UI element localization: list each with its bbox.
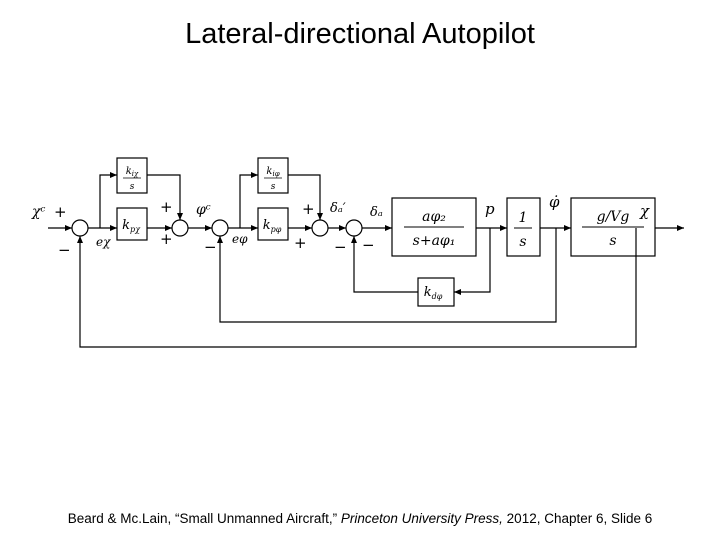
sum-junction-aileron <box>311 219 329 237</box>
ki-chi-num: k <box>126 166 132 177</box>
footer-publisher: Princeton University Press, <box>340 511 503 526</box>
heading-tf-den: s <box>609 233 616 249</box>
signal-chi: χ <box>639 202 650 220</box>
ki-phi-sub: iφ <box>272 170 279 178</box>
heading-tf-num: g/Vg <box>597 209 630 225</box>
kd-phi-gain: k <box>424 285 432 300</box>
svg-text:kdφ: kdφ <box>424 285 443 301</box>
kd-phi-sub: dφ <box>432 292 443 301</box>
roll-tf-num: aφ₂ <box>422 209 446 225</box>
signal-phi-command: φᶜ <box>196 202 211 218</box>
kp-phi-gain: k <box>263 218 271 233</box>
sign-plus-proportional-chi: + <box>160 230 173 248</box>
signal-phi-dot: φ̇ <box>549 193 560 211</box>
ki-chi-den: s <box>130 182 135 192</box>
block-heading-dynamics <box>570 197 656 257</box>
kp-phi-sub: pφ <box>271 225 282 234</box>
sum-junction-roll <box>211 219 229 237</box>
block-kp-chi <box>116 207 148 241</box>
block-roll-dynamics <box>391 197 477 257</box>
ki-chi-sub: iχ <box>132 170 139 178</box>
ki-phi-num: k <box>266 166 272 177</box>
footer-authors: Beard & Mc.Lain, “Small Unmanned Aircraf… <box>67 511 338 526</box>
sum-junction-phi-command <box>171 219 189 237</box>
sign-plus-proportional-phi: + <box>294 234 307 252</box>
block-integrator <box>506 197 541 257</box>
sign-minus-damping: − <box>362 236 375 254</box>
svg-text:kiχ: kiχ <box>126 166 139 178</box>
integrator-den: s <box>519 234 526 250</box>
footer-citation: Beard & Mc.Lain, “Small Unmanned Aircraf… <box>0 511 720 526</box>
signal-e-phi: eφ <box>232 232 248 246</box>
sign-minus-phi-feedback: − <box>204 238 217 256</box>
signal-delta-a: δₐ <box>370 205 383 220</box>
svg-text:kiφ: kiφ <box>266 166 279 178</box>
sign-plus-integrator-phi: + <box>302 200 315 218</box>
sign-plus-integrator-chi: + <box>160 198 173 216</box>
sum-junction-damping <box>345 219 363 237</box>
signal-e-chi: eχ <box>96 235 111 249</box>
roll-tf-den: s+aφ₁ <box>413 233 456 249</box>
integrator-num: 1 <box>519 210 528 226</box>
kp-chi-gain: k <box>122 218 130 233</box>
footer-rest: 2012, Chapter 6, Slide 6 <box>506 511 653 526</box>
svg-text:kpχ: kpχ <box>122 218 141 234</box>
slide-title: Lateral-directional Autopilot <box>185 18 535 50</box>
sum-junction-heading <box>71 219 89 237</box>
sign-plus-chi-command: + <box>54 203 67 221</box>
block-kp-phi <box>257 207 289 241</box>
sign-minus-aileron: − <box>334 238 347 256</box>
signal-delta-a-prime: δₐ′ <box>330 201 346 216</box>
kp-chi-sub: pχ <box>130 225 141 234</box>
signal-chi-command: χᶜ <box>31 204 45 220</box>
sign-minus-chi-feedback: − <box>58 241 71 259</box>
signal-p: p <box>485 200 495 218</box>
svg-text:kpφ: kpφ <box>263 218 282 234</box>
ki-phi-den: s <box>271 182 276 192</box>
